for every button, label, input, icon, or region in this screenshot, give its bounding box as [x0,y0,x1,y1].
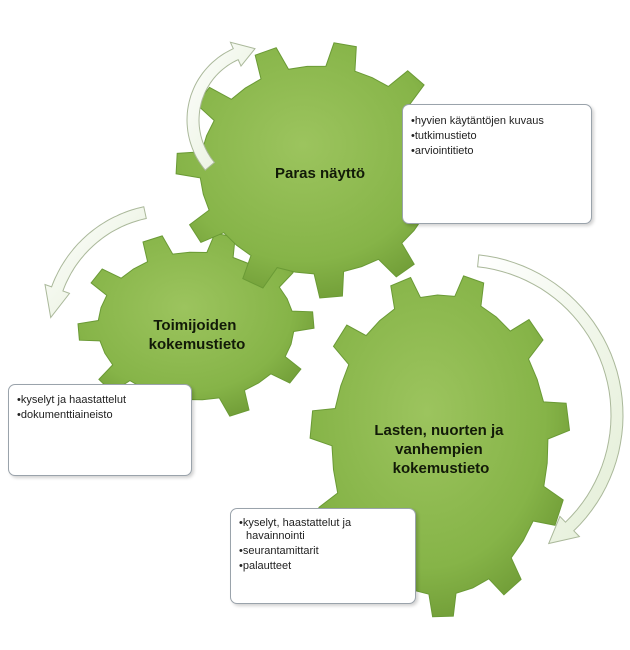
arrow-between-top-and-left [186,41,256,171]
gear-right-title-line3: kokemustieto [393,460,490,477]
note-left-item: kyselyt ja haastattelut [17,394,183,407]
note-right-item: kyselyt, haastattelut ja havainnointi [239,517,407,543]
note-left-list: kyselyt ja haastattelut dokumenttiaineis… [17,394,183,422]
note-left: kyselyt ja haastattelut dokumenttiaineis… [8,384,192,476]
note-right: kyselyt, haastattelut ja havainnointi se… [230,508,416,604]
gear-top-title: Paras näyttö [275,165,365,182]
gear-right-title: Lasten, nuorten ja vanhempien kokemustie… [374,422,507,477]
gear-left-title-line1: Toimijoiden [153,317,236,334]
note-top-item: hyvien käytäntöjen kuvaus [411,115,583,128]
note-top-list: hyvien käytäntöjen kuvaus tutkimustieto … [411,115,583,158]
note-right-item: seurantamittarit [239,545,407,558]
note-right-list: kyselyt, haastattelut ja havainnointi se… [239,517,407,573]
note-left-item: dokumenttiaineisto [17,409,183,422]
gear-left-title-line2: kokemustieto [149,336,246,353]
note-right-item: palautteet [239,560,407,573]
note-top: hyvien käytäntöjen kuvaus tutkimustieto … [402,104,592,224]
gear-left-title: Toimijoiden kokemustieto [149,317,246,353]
note-top-item: arviointitieto [411,145,583,158]
arrow-into-right-gear [477,254,624,545]
gear-right-title-line1: Lasten, nuorten ja [374,422,504,439]
arrow-into-left-gear [44,206,147,319]
gear-right-title-line2: vanhempien [395,441,483,458]
note-top-item: tutkimustieto [411,130,583,143]
gear-top [175,42,459,299]
